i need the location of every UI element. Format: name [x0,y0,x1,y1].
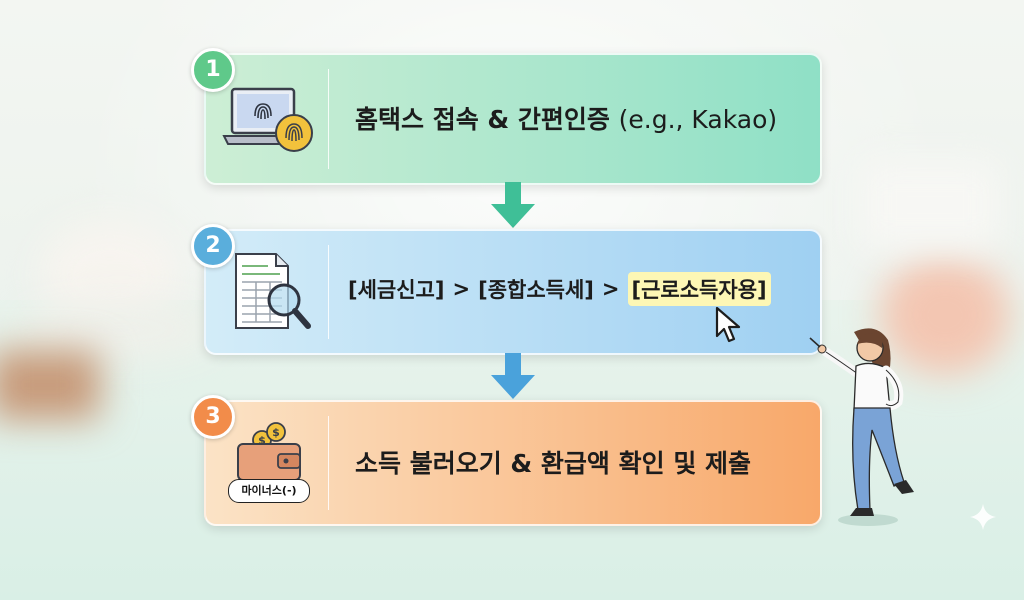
down-arrow-icon [491,353,535,399]
sparkle-icon [970,504,996,530]
document-magnifier-icon [235,253,311,329]
step-3-title: 소득 불러오기 & 환급액 확인 및 제출 [355,449,752,478]
laptop-fingerprint-icon [222,87,313,152]
path-separator: > [452,277,471,301]
background-books [0,350,100,420]
menu-tax-filing: [세금신고] [348,278,445,302]
step-2-path: [세금신고] > [종합소득세] > [근로소득자용] [348,272,771,306]
step-1-title: 홈택스 접속 & 간편인증 (e.g., Kakao) [355,100,777,136]
step-1-subtitle: (e.g., Kakao) [618,105,778,134]
background-piggy-bank [880,255,1010,375]
menu-earned-income-earner: [근로소득자용] [627,272,771,306]
step-2-divider [328,245,329,339]
path-separator: > [601,277,620,301]
svg-text:$: $ [258,434,266,447]
step-1-title-text: 홈택스 접속 & 간편인증 [355,105,610,134]
svg-text:$: $ [272,426,280,439]
step-3-card [204,400,822,526]
step-1-card [204,53,822,185]
step-2-badge: 2 [191,224,235,268]
step-3-badge: 3 [191,395,235,439]
step-1-badge: 1 [191,48,235,92]
background-papers [860,160,1000,250]
wallet-coins-icon: $ $ [237,422,301,481]
menu-comprehensive-income-tax: [종합소득세] [478,278,594,302]
down-arrow-icon [491,182,535,228]
cursor-pointer-icon [715,306,741,343]
step-3-divider [328,416,329,510]
minus-tag: 마이너스(-) [228,479,310,503]
woman-pointing-illustration [809,328,914,526]
step-1-divider [328,69,329,169]
